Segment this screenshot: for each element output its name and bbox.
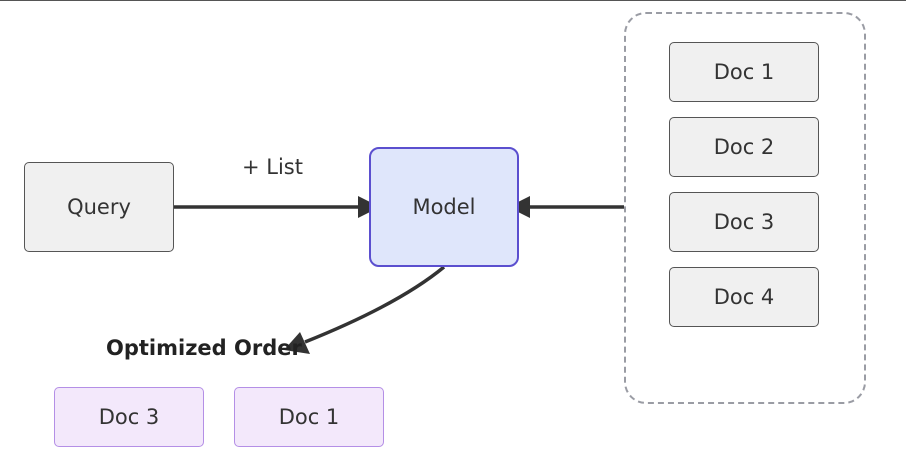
optimized-doc-2: Doc 1 [234,387,384,447]
optimized-doc-1-label: Doc 3 [98,405,160,429]
edge-label-list: + List [242,155,303,179]
doc-node-2-label: Doc 2 [713,135,775,159]
optimized-doc-2-label: Doc 1 [278,405,340,429]
edge-model-to-output [304,265,446,344]
arrowhead-docs-to-model [508,196,530,218]
model-node-label: Model [412,195,476,219]
doc-node-1-label: Doc 1 [713,60,775,84]
optimized-order-label: Optimized Order [106,336,302,360]
doc-node-2: Doc 2 [669,117,819,177]
model-node: Model [369,147,519,267]
doc-node-4-label: Doc 4 [713,285,775,309]
arrowhead-model-to-output [284,332,310,354]
documents-container [624,12,866,404]
doc-node-3: Doc 3 [669,192,819,252]
optimized-doc-1: Doc 3 [54,387,204,447]
doc-node-3-label: Doc 3 [713,210,775,234]
query-node-label: Query [67,195,131,219]
query-node: Query [24,162,174,252]
doc-node-4: Doc 4 [669,267,819,327]
doc-node-1: Doc 1 [669,42,819,102]
top-border-line [0,0,906,1]
